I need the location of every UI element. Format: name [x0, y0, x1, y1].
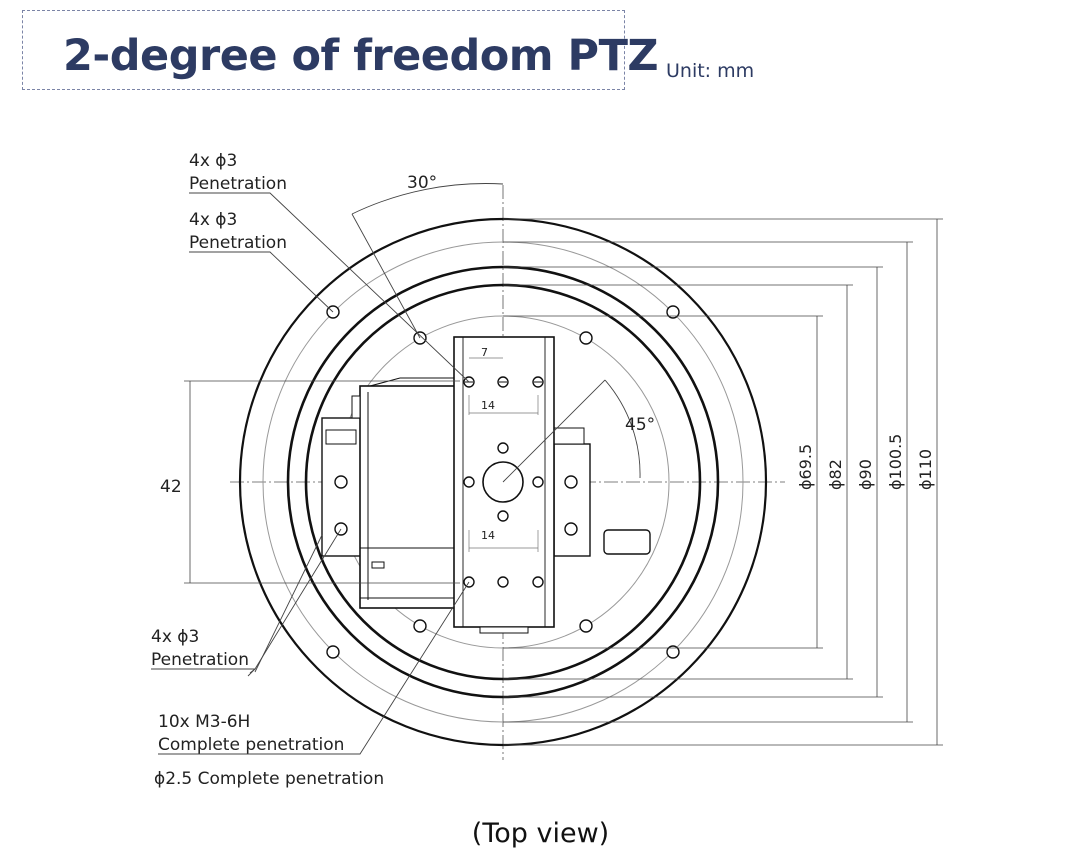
callout-5: ϕ2.5 Complete penetration	[154, 769, 384, 789]
inner-hole	[413, 619, 427, 633]
plate-holes	[334, 376, 578, 588]
plate-hole	[497, 442, 509, 454]
view-caption: (Top view)	[471, 818, 610, 849]
servo-body	[321, 377, 457, 609]
servo-connector	[325, 429, 357, 445]
leader-callout-1	[189, 192, 470, 383]
plate-hole	[532, 476, 544, 488]
diameter-100-5-label: ϕ100.5	[886, 434, 905, 490]
callout-4-qty: 10x M3-6H	[158, 712, 250, 732]
outer-hole	[326, 645, 340, 659]
right-bracket-plate	[553, 443, 591, 557]
right-bracket	[553, 427, 651, 557]
servo-edge	[369, 377, 401, 387]
diameter-69-5-label: ϕ69.5	[796, 444, 815, 490]
inner-hole	[579, 619, 593, 633]
plate-hole	[497, 510, 509, 522]
callout-3-desc: Penetration	[151, 650, 249, 670]
height-42-dimension	[184, 380, 460, 584]
right-bracket-cap	[553, 427, 585, 445]
plate-hole	[532, 576, 544, 588]
angle-30-label: 30°	[407, 173, 437, 193]
callout-1-qty: 4x ϕ3	[189, 151, 237, 171]
callout-leaders	[151, 192, 470, 755]
diameter-110-label: ϕ110	[916, 449, 935, 490]
unit-label: Unit: mm	[666, 60, 755, 82]
callout-1-desc: Penetration	[189, 174, 287, 194]
servo-tab	[351, 395, 361, 419]
angle-30-dimension	[351, 183, 504, 339]
leader-callout-4	[158, 581, 470, 755]
leader-callout-3	[151, 528, 342, 670]
angle-45-arc	[604, 379, 641, 479]
title-frame: 2-degree of freedom PTZ	[22, 10, 659, 90]
leader-callout-5	[247, 668, 256, 677]
servo-housing	[359, 385, 457, 609]
plate-hole	[334, 475, 348, 489]
angle-30-arc	[351, 183, 504, 215]
dimension-7: 7	[481, 346, 488, 359]
plate-hole	[564, 522, 578, 536]
callout-2-desc: Penetration	[189, 233, 287, 253]
inner-hole	[579, 331, 593, 345]
diameter-82-label: ϕ82	[826, 459, 845, 490]
plate-hole	[564, 475, 578, 489]
outer-hole	[666, 645, 680, 659]
angle-30-leader	[351, 213, 421, 339]
height-42-label: 42	[160, 477, 182, 497]
cable-slot	[603, 529, 651, 555]
dimension-14-bottom: 14	[481, 529, 495, 542]
angle-45-dimension	[502, 379, 641, 483]
callout-2-qty: 4x ϕ3	[189, 210, 237, 230]
leader-callout-2	[189, 251, 334, 313]
dimension-14-top: 14	[481, 399, 495, 412]
callout-4-desc: Complete penetration	[158, 735, 344, 755]
plate-hole	[463, 476, 475, 488]
angle-45-label: 45°	[625, 415, 655, 435]
plate-dimension-lines	[468, 357, 539, 552]
callouts: 4x ϕ3 Penetration 4x ϕ3 Penetration 4x ϕ…	[151, 151, 384, 789]
callout-3-qty: 4x ϕ3	[151, 627, 199, 647]
diameter-dimension-lines	[503, 218, 943, 746]
plate-bottom-tab	[479, 626, 529, 634]
outer-hole	[666, 305, 680, 319]
plate-hole	[497, 576, 509, 588]
servo-tab	[371, 561, 385, 569]
leader-callout-5-line	[254, 534, 323, 673]
diameter-labels: ϕ69.5 ϕ82 ϕ90 ϕ100.5 ϕ110	[796, 434, 935, 490]
page-title: 2-degree of freedom PTZ	[63, 31, 659, 81]
diameter-90-label: ϕ90	[856, 459, 875, 490]
angle-45-leader	[502, 379, 606, 483]
